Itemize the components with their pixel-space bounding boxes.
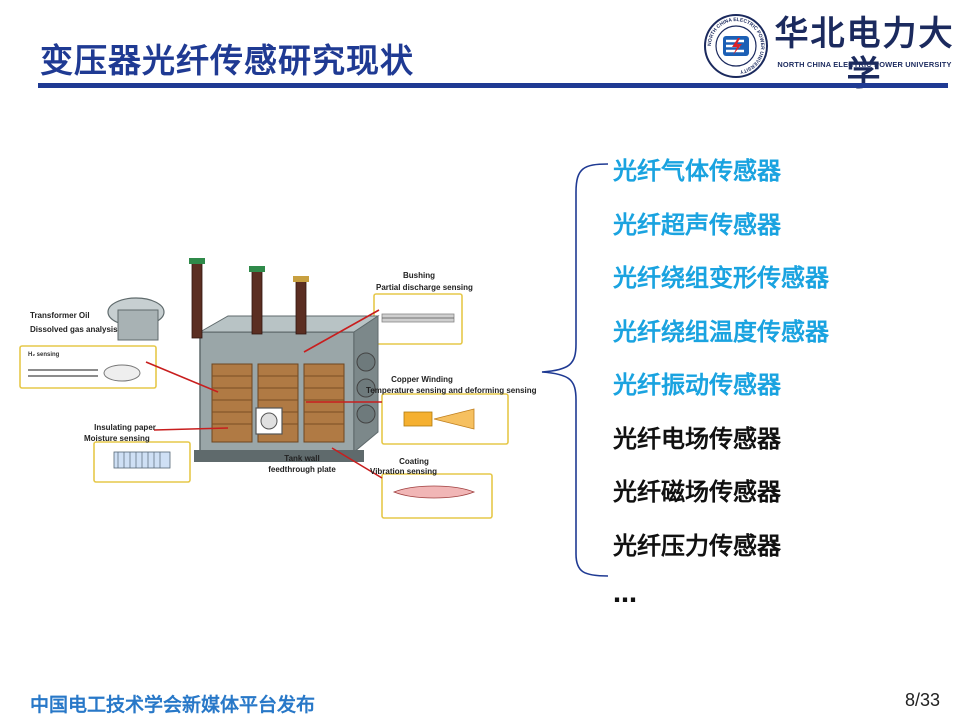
label-dissolved-gas: Dissolved gas analysis <box>30 325 118 334</box>
label-copper-winding: Copper Winding <box>391 375 453 384</box>
sensor-label: 光纤绕组温度传感器 <box>613 317 829 346</box>
label-h2-sensing: H₂ sensing <box>28 352 60 358</box>
label-partial-discharge: Partial discharge sensing <box>376 283 473 292</box>
footer-publisher: 中国电工技术学会新媒体平台发布 <box>30 694 316 716</box>
transformer-illustration <box>19 258 509 519</box>
header-rule <box>38 83 948 88</box>
label-tank-wall: Tank wall <box>284 454 320 463</box>
sensor-item: 光纤绕组变形传感器 <box>613 258 829 312</box>
slide-title: 变压器光纤传感研究现状 <box>40 41 414 80</box>
sensor-label: 光纤超声传感器 <box>613 210 781 239</box>
university-logo: NORTH CHINA ELECTRIC POWER UNIVERSITY 华北… <box>700 10 960 94</box>
sensor-item: 光纤超声传感器 <box>613 205 829 259</box>
sensor-label: 光纤气体传感器 <box>613 157 781 185</box>
label-temperature-deforming: Temperature sensing and deforming sensin… <box>366 386 537 395</box>
sensor-item: 光纤绕组温度传感器 <box>613 312 829 366</box>
sensor-label: 光纤振动传感器 <box>613 371 781 399</box>
label-transformer-oil: Transformer Oil <box>30 311 90 320</box>
label-bushing: Bushing <box>403 271 435 280</box>
sensor-label: 光纤电场传感器 <box>613 424 781 453</box>
university-name-en: NORTH CHINA ELECTRIC POWER UNIVERSITY <box>777 60 952 69</box>
sensor-label: 光纤绕组变形传感器 <box>613 264 829 292</box>
sensor-item: 光纤磁场传感器 <box>613 472 829 526</box>
sensor-item: 光纤气体传感器 <box>613 151 829 205</box>
sensor-list: 光纤气体传感器 光纤超声传感器 光纤绕组变形传感器 光纤绕组温度传感器 光纤振动… <box>613 151 829 579</box>
label-insulating-paper: Insulating paper <box>94 423 156 432</box>
label-vibration-sensing: Vibration sensing <box>370 467 437 476</box>
label-coating: Coating <box>399 457 429 466</box>
transformer-figure: Transformer Oil Dissolved gas analysis H… <box>14 252 537 522</box>
sensor-item: 光纤振动传感器 <box>613 365 829 419</box>
sensor-item: 光纤压力传感器 <box>613 526 829 580</box>
curly-brace <box>541 163 609 577</box>
sensor-item: 光纤电场传感器 <box>613 419 829 473</box>
sensor-label: 光纤压力传感器 <box>613 531 781 560</box>
page-number: 8/33 <box>904 690 940 710</box>
list-ellipsis: … <box>613 580 637 608</box>
label-feedthrough: feedthrough plate <box>268 465 336 474</box>
sensor-label: 光纤磁场传感器 <box>613 478 781 506</box>
label-moisture-sensing: Moisture sensing <box>84 434 150 443</box>
university-seal-icon: NORTH CHINA ELECTRIC POWER UNIVERSITY <box>704 14 768 78</box>
university-name-cn: 华北电力大学 <box>774 14 955 94</box>
